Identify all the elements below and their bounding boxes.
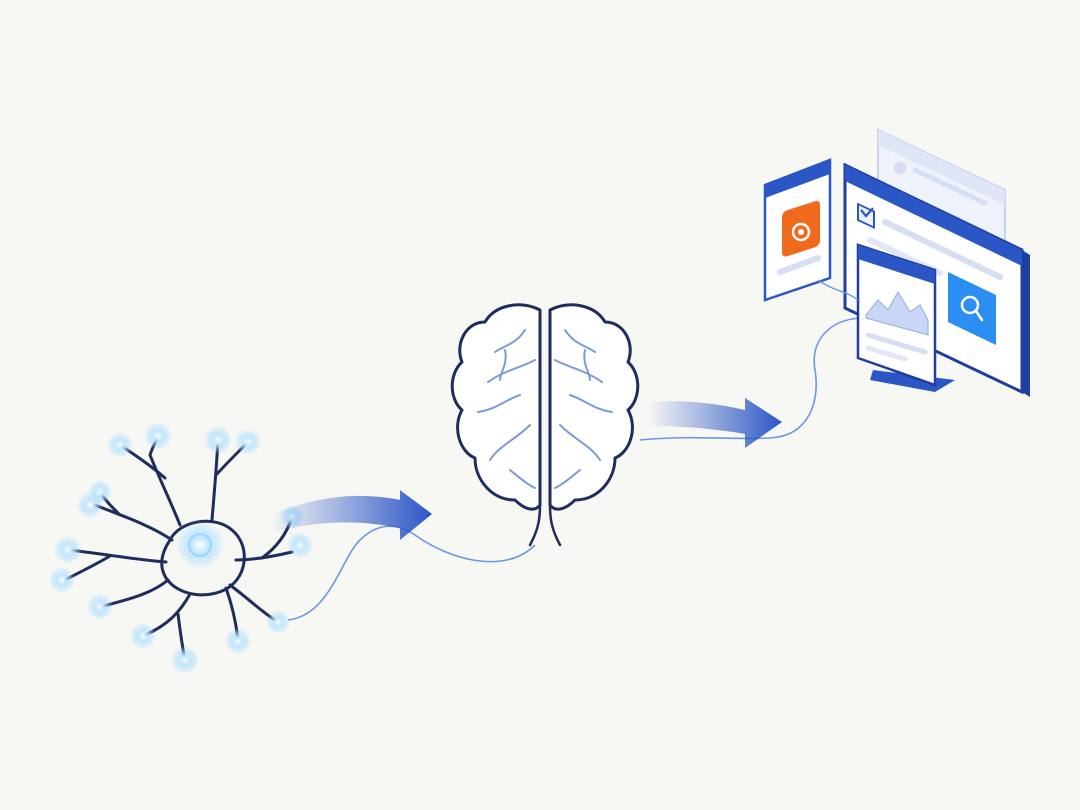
checkbox-icon (857, 202, 875, 230)
left-window (763, 158, 832, 302)
eye-icon (791, 222, 811, 242)
front-window (856, 243, 937, 387)
brain-icon (450, 303, 640, 547)
blue-app-tile (948, 272, 996, 345)
orange-app-tile (782, 200, 820, 257)
neuron-icon (49, 422, 313, 674)
app-windows-icon (763, 128, 1030, 397)
arrow-right-icon (648, 398, 782, 448)
signal-line-2 (639, 317, 861, 441)
signal-line-1 (287, 525, 536, 621)
arrow-right-icon (270, 490, 432, 540)
search-icon (960, 295, 984, 322)
area-chart-icon (865, 290, 929, 336)
